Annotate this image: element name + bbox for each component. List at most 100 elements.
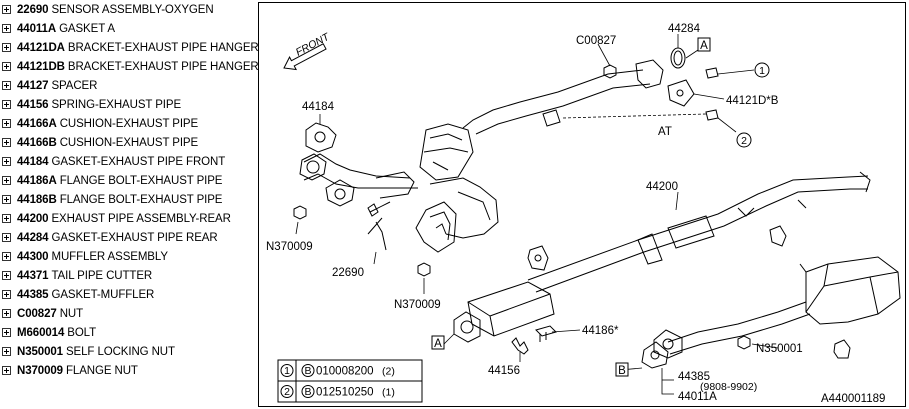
callout-44186[interactable]: 44186* bbox=[582, 325, 619, 337]
cushion-c[interactable] bbox=[833, 339, 851, 359]
part-number[interactable]: 44121DB bbox=[17, 60, 65, 73]
expand-plus-icon[interactable] bbox=[2, 233, 11, 242]
expand-plus-icon[interactable] bbox=[2, 176, 11, 185]
expand-plus-icon[interactable] bbox=[2, 271, 11, 280]
leader-lines bbox=[295, 34, 779, 395]
part-number[interactable]: 44156 bbox=[17, 98, 49, 111]
gasket-44184[interactable] bbox=[305, 122, 337, 153]
cushion-b[interactable] bbox=[769, 225, 787, 247]
callout-44385[interactable]: 44385 bbox=[678, 371, 710, 383]
ref-marker-b[interactable]: B bbox=[615, 362, 629, 377]
rear-gasket-44284[interactable] bbox=[670, 47, 686, 69]
expand-plus-icon[interactable] bbox=[2, 100, 11, 109]
expand-plus-icon[interactable] bbox=[2, 24, 11, 33]
part-number[interactable]: 44186A bbox=[17, 174, 57, 187]
callout-c00827[interactable]: C00827 bbox=[576, 35, 616, 47]
ref-marker-a-bottom[interactable]: A bbox=[431, 335, 445, 350]
callout-n350001[interactable]: N350001 bbox=[756, 343, 803, 355]
callout-n370009-a[interactable]: N370009 bbox=[266, 241, 313, 253]
part-number[interactable]: C00827 bbox=[17, 307, 57, 320]
expand-plus-icon[interactable] bbox=[2, 157, 11, 166]
expand-plus-icon[interactable] bbox=[2, 62, 11, 71]
expand-plus-icon[interactable] bbox=[2, 119, 11, 128]
cushion-a[interactable] bbox=[527, 245, 549, 271]
part-number[interactable]: 44186B bbox=[17, 193, 57, 206]
nut-c00827[interactable] bbox=[603, 64, 617, 79]
rear-exhaust-pipe[interactable] bbox=[527, 171, 871, 293]
callout-44121db[interactable]: 44121D*B bbox=[726, 95, 779, 107]
part-number[interactable]: N350001 bbox=[17, 345, 63, 358]
part-number[interactable]: M660014 bbox=[17, 326, 65, 339]
part-number[interactable]: 44127 bbox=[17, 79, 49, 92]
pipe-hanger-bracket[interactable] bbox=[667, 79, 695, 107]
callout-44011a[interactable]: 44011A bbox=[678, 391, 717, 403]
self-locking-nut[interactable] bbox=[737, 335, 751, 350]
expand-plus-icon[interactable] bbox=[2, 309, 11, 318]
part-number[interactable]: 44166A bbox=[17, 117, 57, 130]
callout-44284[interactable]: 44284 bbox=[668, 23, 701, 35]
legend-row-2-part[interactable]: 012510250 bbox=[316, 387, 374, 399]
expand-plus-icon[interactable] bbox=[2, 214, 11, 223]
part-number[interactable]: 44371 bbox=[17, 269, 49, 282]
part-number[interactable]: 44300 bbox=[17, 250, 49, 263]
part-number[interactable]: 44011A bbox=[17, 22, 57, 35]
part-number[interactable]: 44184 bbox=[17, 155, 49, 168]
flange-nut-b[interactable] bbox=[417, 262, 431, 277]
legend-row-1-part[interactable]: 010008200 bbox=[316, 366, 374, 378]
bolt-ref-1[interactable] bbox=[705, 67, 719, 79]
circle-ref-1[interactable]: 1 bbox=[754, 62, 770, 78]
exhaust-spring[interactable] bbox=[511, 337, 529, 355]
flange-nut-a[interactable] bbox=[293, 205, 307, 220]
expand-plus-icon[interactable] bbox=[2, 252, 11, 261]
callout-44184[interactable]: 44184 bbox=[302, 101, 335, 113]
part-number[interactable]: 22690 bbox=[17, 3, 49, 16]
expand-plus-icon[interactable] bbox=[2, 290, 11, 299]
expand-plus-icon[interactable] bbox=[2, 347, 11, 356]
expand-plus-icon[interactable] bbox=[2, 138, 11, 147]
expand-plus-icon[interactable] bbox=[2, 328, 11, 337]
circle-ref-2[interactable]: 2 bbox=[736, 132, 752, 148]
callout-22690[interactable]: 22690 bbox=[332, 267, 364, 279]
expand-plus-icon[interactable] bbox=[2, 195, 11, 204]
expand-plus-icon[interactable] bbox=[2, 5, 11, 14]
part-number[interactable]: 44166B bbox=[17, 136, 57, 149]
oxygen-sensor[interactable] bbox=[367, 201, 391, 251]
callout-44156[interactable]: 44156 bbox=[488, 365, 520, 377]
flange-bolt[interactable] bbox=[535, 325, 557, 342]
ref-marker-a-bottom-label: A bbox=[434, 338, 442, 350]
part-number[interactable]: 44121DA bbox=[17, 41, 65, 54]
callout-n370009-b[interactable]: N370009 bbox=[394, 299, 441, 311]
expand-plus-icon[interactable] bbox=[2, 43, 11, 52]
expand-plus-icon[interactable] bbox=[2, 366, 11, 375]
part-number[interactable]: 44200 bbox=[17, 212, 49, 225]
part-number[interactable]: N370009 bbox=[17, 364, 63, 377]
bolt-ref-2[interactable] bbox=[705, 109, 719, 121]
muffler[interactable] bbox=[667, 256, 901, 355]
callout-44200[interactable]: 44200 bbox=[646, 181, 678, 193]
expand-plus-icon[interactable] bbox=[2, 81, 11, 90]
part-number[interactable]: 44284 bbox=[17, 231, 49, 244]
part-number[interactable]: 44385 bbox=[17, 288, 49, 301]
ref-marker-a-top[interactable]: A bbox=[697, 37, 711, 52]
callout-at[interactable]: AT bbox=[658, 126, 672, 138]
